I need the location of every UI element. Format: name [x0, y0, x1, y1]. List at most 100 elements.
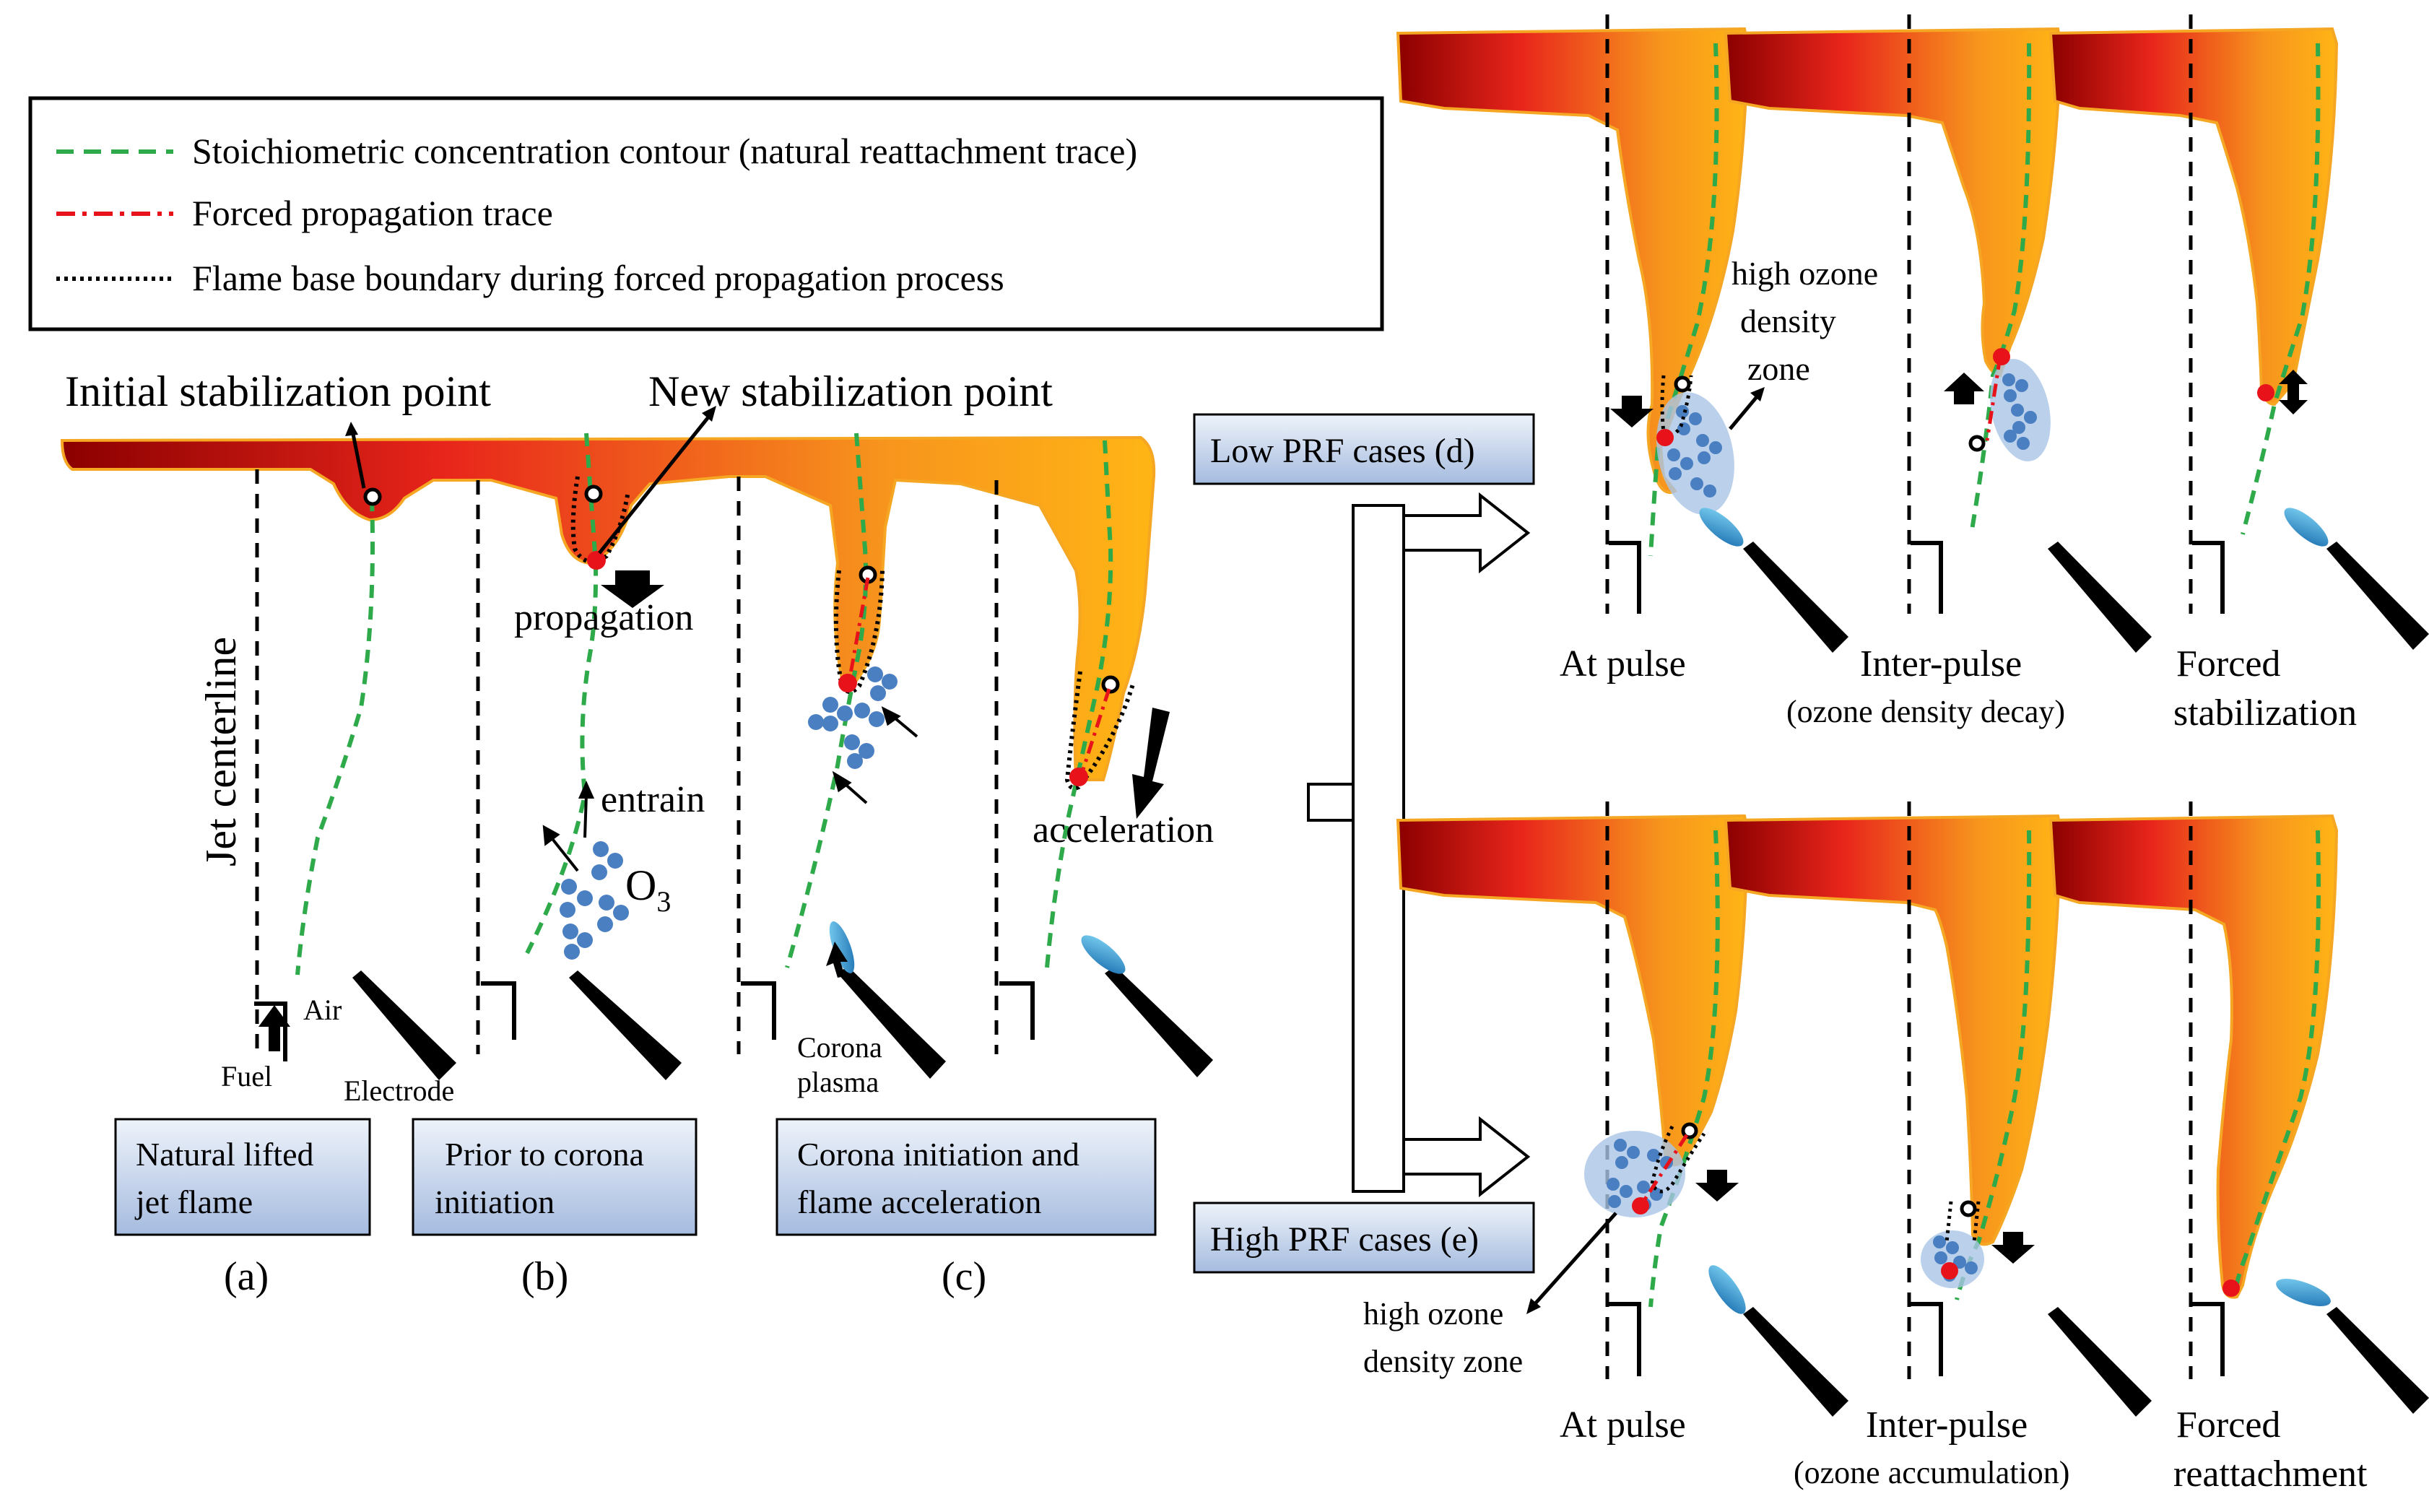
stoich-trace-e3: [2233, 830, 2321, 1293]
initial-stab-point-b: [584, 485, 603, 503]
updown-arrow-d3: [2279, 370, 2308, 414]
down-arrow-e1: [1695, 1170, 1739, 1202]
nozzle-d3: [2192, 541, 2225, 614]
low-prf-box: [1193, 413, 1535, 485]
ozone-dots-d1: [1667, 405, 1722, 498]
electrode-d3: [2326, 542, 2429, 650]
new-stab-pointer: [598, 413, 712, 555]
down-arrow-e2: [1991, 1232, 2035, 1264]
high-ozone-e-1: high ozone: [1363, 1296, 1503, 1331]
ozone-pointer-e1-head: [1526, 1298, 1541, 1314]
corona-arrow: [826, 942, 848, 978]
corona-plasma-label-1: Corona: [797, 1031, 882, 1064]
ozone-cluster-b: [560, 841, 629, 960]
row-d-stage1: At pulse: [1560, 643, 1686, 685]
legend: Stoichiometric concentration contour (na…: [28, 96, 1384, 331]
boundary-e1: [1650, 1125, 1706, 1194]
bracket-stub: [1307, 783, 1355, 822]
high-ozone-e-2: density zone: [1363, 1344, 1523, 1379]
high-ozone-d-2: density: [1740, 303, 1836, 339]
electrode-c: [838, 966, 946, 1079]
ozone-pointer-e1: [1531, 1212, 1617, 1308]
nozzle-d: [999, 981, 1035, 1040]
electrode-e1: [1743, 1307, 1848, 1417]
stoich-trace-c: [785, 433, 868, 968]
electrode-d1: [1743, 542, 1848, 653]
new-stab-pointer-head: [702, 406, 716, 422]
flame-d1: [1396, 27, 1750, 494]
o3-label: O3: [625, 861, 671, 918]
new-stab-label: New stabilization point: [648, 368, 1053, 415]
prf-bracket: Low PRF cases (d) High PRF cases (e): [1193, 413, 1535, 1274]
ozone-pointer-d1: [1729, 393, 1760, 430]
high-ozone-d-3: zone: [1747, 350, 1810, 387]
caption-a-line1: Natural lifted: [136, 1136, 314, 1173]
low-prf-label: Low PRF cases (d): [1210, 432, 1475, 470]
caption-b-line2: initiation: [435, 1183, 555, 1220]
old-point-d2: [1968, 435, 1986, 452]
flame-e2: [1724, 814, 2063, 1246]
ozone-cluster-c: [808, 666, 898, 769]
initial-point-d1: [1674, 375, 1691, 393]
row-e-stage3-line1: Forced: [2176, 1404, 2280, 1446]
nozzle-e1: [1609, 1302, 1641, 1376]
ozone-dots-d2: [2002, 373, 2037, 450]
stoich-trace-e1: [1648, 830, 1720, 1308]
flame-d2: [1724, 27, 2063, 378]
legend-label-forced: Forced propagation trace: [192, 193, 553, 233]
caption-box-c: [775, 1118, 1157, 1236]
new-stab-point-c: [838, 674, 857, 692]
initial-stab-label: Initial stabilization point: [65, 368, 491, 415]
entrain-label: entrain: [601, 779, 705, 820]
electrode-label: Electrode: [344, 1074, 454, 1107]
tip-e1: [1708, 1265, 1746, 1314]
new-point-e2: [1941, 1262, 1958, 1279]
stoich-trace-d2: [1969, 43, 2032, 535]
corona-plasma-label-2: plasma: [797, 1066, 879, 1098]
electrode-e3: [2326, 1307, 2429, 1414]
tip-d1: [1699, 508, 1744, 547]
arrow-to-high-prf: [1402, 1116, 1531, 1198]
electrode-d2: [2048, 542, 2152, 653]
forced-trace-c: [847, 577, 870, 682]
initial-point-e1: [1681, 1122, 1698, 1139]
stoich-trace-e2: [1955, 830, 2032, 1300]
flame-sheet-left: [60, 435, 1156, 781]
legend-label-stoich: Stoichiometric concentration contour (na…: [192, 131, 1137, 171]
row-d-stage3-line2: stabilization: [2173, 692, 2357, 734]
high-prf-box: [1193, 1202, 1535, 1274]
ozone-zone-d1: [1656, 392, 1734, 515]
row-e-stage3-line2: reattachment: [2173, 1454, 2368, 1495]
stoich-trace-d1: [1648, 43, 1719, 557]
fuel-arrow: [258, 1005, 290, 1051]
caption-box-b: [412, 1118, 698, 1236]
high-ozone-d-1: high ozone: [1731, 255, 1878, 292]
down-arrow-d1: [1610, 396, 1654, 427]
tip-d3: [2284, 508, 2329, 547]
new-stab-point-b: [587, 551, 606, 570]
nozzle-c: [741, 981, 776, 1040]
nozzle-b: [481, 981, 516, 1040]
flame-e1: [1396, 814, 1750, 1167]
caption-c-line2: flame acceleration: [797, 1183, 1041, 1220]
caption-c-line1: Corona initiation and: [797, 1136, 1079, 1173]
legend-label-boundary: Flame base boundary during forced propag…: [192, 258, 1004, 298]
acceleration-arrow: [1132, 708, 1170, 819]
jet-centerline-label: Jet centerline: [197, 637, 245, 866]
nozzle-d2: [1911, 541, 1943, 614]
row-d-low-prf: high ozone density zone At pulse Inter-p…: [1396, 14, 2429, 734]
electrode-e2: [2048, 1307, 2152, 1417]
fuel-label: Fuel: [221, 1060, 272, 1092]
electrode-a: [352, 970, 456, 1080]
new-stab-point-d: [1069, 768, 1088, 786]
stoich-trace-d3: [2241, 43, 2321, 535]
caption-box-a: [114, 1118, 371, 1236]
row-e-high-prf: high ozone density zone At pulse Inter-p…: [1363, 801, 2429, 1495]
caption-b-line1: Prior to corona: [445, 1136, 644, 1173]
nozzle-a: [254, 1002, 287, 1061]
initial-stab-pointer: [350, 430, 366, 489]
corona-tip-c: [829, 921, 855, 973]
row-e-stage2-line2: (ozone accumulation): [1794, 1455, 2069, 1490]
row-e-stage1: At pulse: [1560, 1404, 1686, 1446]
